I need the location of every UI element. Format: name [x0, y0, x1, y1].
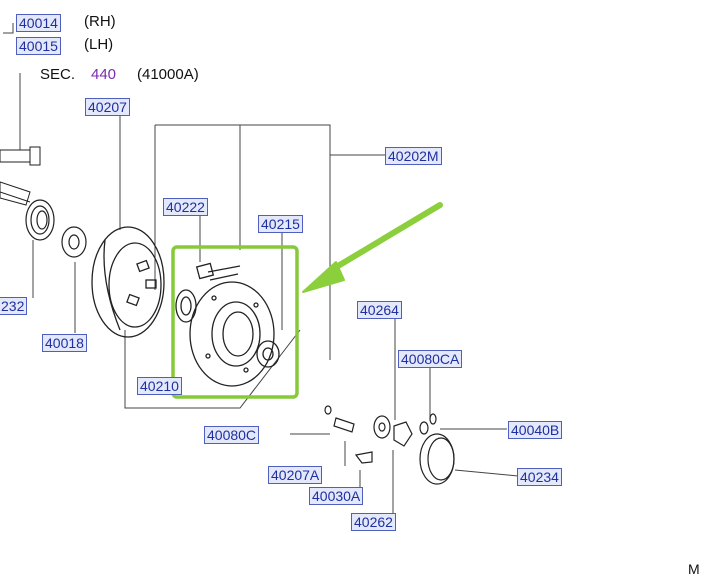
part-40215-link[interactable]: 40215: [258, 215, 303, 233]
part-40080CA-link[interactable]: 40080CA: [398, 350, 463, 368]
part-40262-link[interactable]: 40262: [351, 513, 396, 531]
seal-illustration: [25, 199, 55, 241]
washer-illustration: [61, 226, 87, 258]
hub-bolt-illustration: [0, 146, 41, 206]
part-40015-link[interactable]: 40015: [16, 37, 61, 55]
hub-assembly-illustration: [175, 262, 280, 387]
part-40210-link[interactable]: 40210: [137, 377, 182, 395]
section-440-link[interactable]: 440: [91, 66, 117, 83]
section-code: (41000A): [137, 66, 199, 83]
part-40222-link[interactable]: 40222: [163, 198, 208, 216]
hub-cap-parts-illustration: [324, 405, 455, 485]
part-40202M-link[interactable]: 40202M: [385, 147, 442, 165]
part-232-link[interactable]: 232: [0, 297, 28, 315]
corner-mark: M: [688, 561, 700, 577]
highlight-arrow: [302, 202, 443, 293]
rh-label: (RH): [84, 13, 116, 30]
part-40014-link[interactable]: 40014: [16, 14, 61, 32]
part-40080C-link[interactable]: 40080C: [204, 426, 260, 444]
part-40207A-link[interactable]: 40207A: [268, 466, 323, 484]
part-40018-link[interactable]: 40018: [42, 334, 87, 352]
disc-rotor-illustration: [91, 226, 165, 338]
lh-label: (LH): [84, 36, 114, 53]
highlight-box: [171, 245, 299, 399]
part-40234-link[interactable]: 40234: [517, 468, 562, 486]
section-prefix: SEC.: [40, 66, 76, 83]
part-40264-link[interactable]: 40264: [357, 301, 402, 319]
part-40030A-link[interactable]: 40030A: [309, 487, 364, 505]
part-40040B-link[interactable]: 40040B: [508, 421, 563, 439]
part-40207-link[interactable]: 40207: [85, 98, 130, 116]
